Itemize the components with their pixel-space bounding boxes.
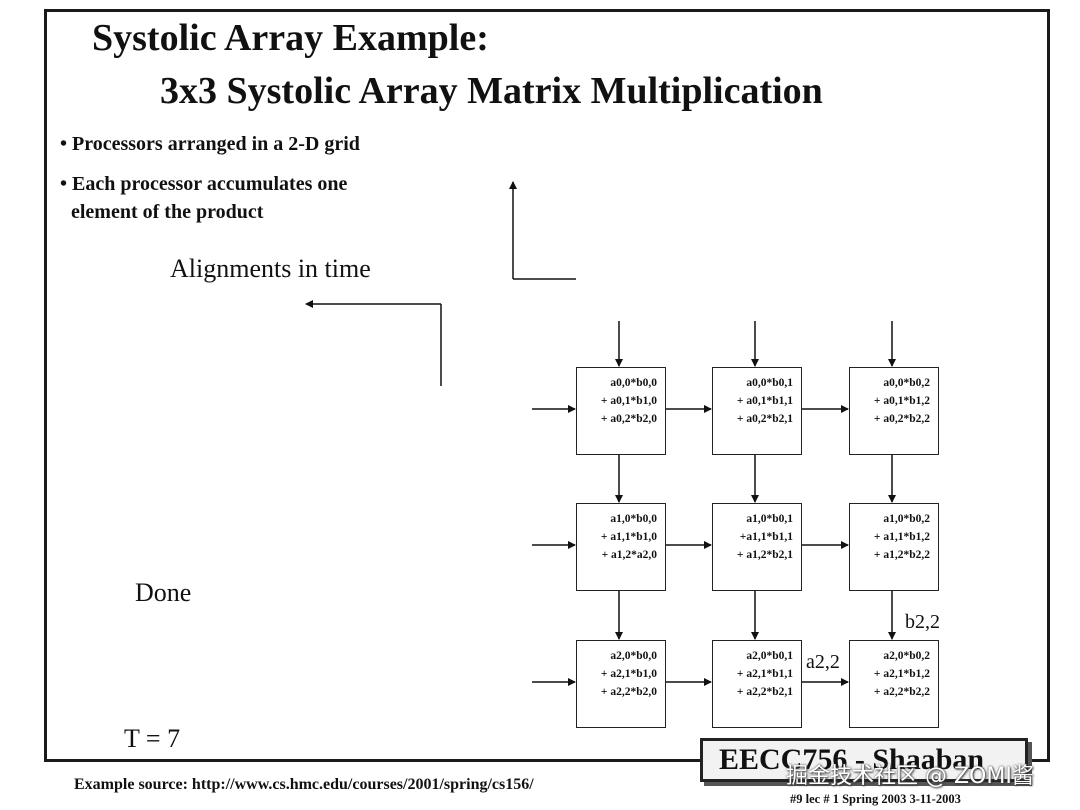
bullet-grid: • Processors arranged in a 2-D grid xyxy=(60,133,360,155)
done-label: Done xyxy=(135,578,192,607)
cell-term: + a2,1*b1,2 xyxy=(873,668,930,680)
processor-cell-2-0: a2,0*b0,0 + a2,1*b1,0 + a2,2*b2,0 xyxy=(576,640,666,728)
slide-frame xyxy=(44,9,1050,762)
cell-term: + a0,1*b1,0 xyxy=(600,395,657,407)
cell-term: a2,0*b0,1 xyxy=(746,650,793,662)
example-source: Example source: http://www.cs.hmc.edu/co… xyxy=(74,776,534,793)
slide-info: #9 lec # 1 Spring 2003 3-11-2003 xyxy=(790,792,961,806)
time-step-label: T = 7 xyxy=(124,724,181,753)
cell-term: + a1,1*b1,2 xyxy=(873,531,930,543)
processor-cell-1-2: a1,0*b0,2 + a1,1*b1,2 + a1,2*b2,2 xyxy=(849,503,939,591)
grid-arrows xyxy=(532,321,896,686)
alignment-arrow xyxy=(305,300,442,386)
cell-term: + a2,1*b1,1 xyxy=(736,668,793,680)
cell-term: + a2,2*b2,0 xyxy=(600,686,657,698)
course-badge: EECC756 - Shaaban xyxy=(700,738,1028,782)
cell-term: + a0,2*b2,0 xyxy=(600,413,657,425)
cell-term: a2,0*b0,0 xyxy=(610,650,657,662)
processor-cell-2-1: a2,0*b0,1 + a2,1*b1,1 + a2,2*b2,1 xyxy=(712,640,802,728)
processor-cell-0-2: a0,0*b0,2 + a0,1*b1,2 + a0,2*b2,2 xyxy=(849,367,939,455)
cell-term: + a2,2*b2,2 xyxy=(873,686,930,698)
cell-term: a2,0*b0,2 xyxy=(883,650,930,662)
cell-term: + a0,2*b2,2 xyxy=(873,413,930,425)
bullet-accumulate: • Each processor accumulates one xyxy=(60,173,348,195)
processor-cell-1-1: a1,0*b0,1 +a1,1*b1,1 + a1,2*b2,1 xyxy=(712,503,802,591)
a-input-label: a2,2 xyxy=(806,651,840,673)
processor-cell-0-1: a0,0*b0,1 + a0,1*b1,1 + a0,2*b2,1 xyxy=(712,367,802,455)
cell-term: + a1,2*a2,0 xyxy=(601,549,657,561)
cell-term: + a2,1*b1,0 xyxy=(600,668,657,680)
course-title: EECC756 - Shaaban xyxy=(719,743,985,776)
cell-term: + a0,2*b2,1 xyxy=(736,413,793,425)
watermark: 掘金技术社区 @ ZOMI酱 xyxy=(786,764,1034,789)
processor-cell-0-0: a0,0*b0,0 + a0,1*b1,0 + a0,2*b2,0 xyxy=(576,367,666,455)
cell-term: + a2,2*b2,1 xyxy=(736,686,793,698)
time-axis-corner-arrow xyxy=(509,181,576,280)
cell-term: + a1,2*b2,1 xyxy=(736,549,793,561)
slide-title: Systolic Array Example: xyxy=(92,17,489,59)
cell-term: a1,0*b0,0 xyxy=(610,513,657,525)
b-input-label: b2,2 xyxy=(905,611,940,633)
slide-subtitle: 3x3 Systolic Array Matrix Multiplication xyxy=(160,70,823,112)
cell-term: + a1,1*b1,0 xyxy=(600,531,657,543)
cell-term: a0,0*b0,2 xyxy=(883,377,930,389)
alignments-label: Alignments in time xyxy=(170,254,371,283)
cell-term: a1,0*b0,1 xyxy=(746,513,793,525)
cell-term: + a1,2*b2,2 xyxy=(873,549,930,561)
cell-term: +a1,1*b1,1 xyxy=(739,531,793,543)
bullet-accumulate-cont: element of the product xyxy=(71,201,264,223)
cell-term: + a0,1*b1,1 xyxy=(736,395,793,407)
cell-term: a1,0*b0,2 xyxy=(883,513,930,525)
processor-cell-2-2: a2,0*b0,2 + a2,1*b1,2 + a2,2*b2,2 xyxy=(849,640,939,728)
cell-term: a0,0*b0,0 xyxy=(610,377,657,389)
cell-term: + a0,1*b1,2 xyxy=(873,395,930,407)
processor-cell-1-0: a1,0*b0,0 + a1,1*b1,0 + a1,2*a2,0 xyxy=(576,503,666,591)
cell-term: a0,0*b0,1 xyxy=(746,377,793,389)
